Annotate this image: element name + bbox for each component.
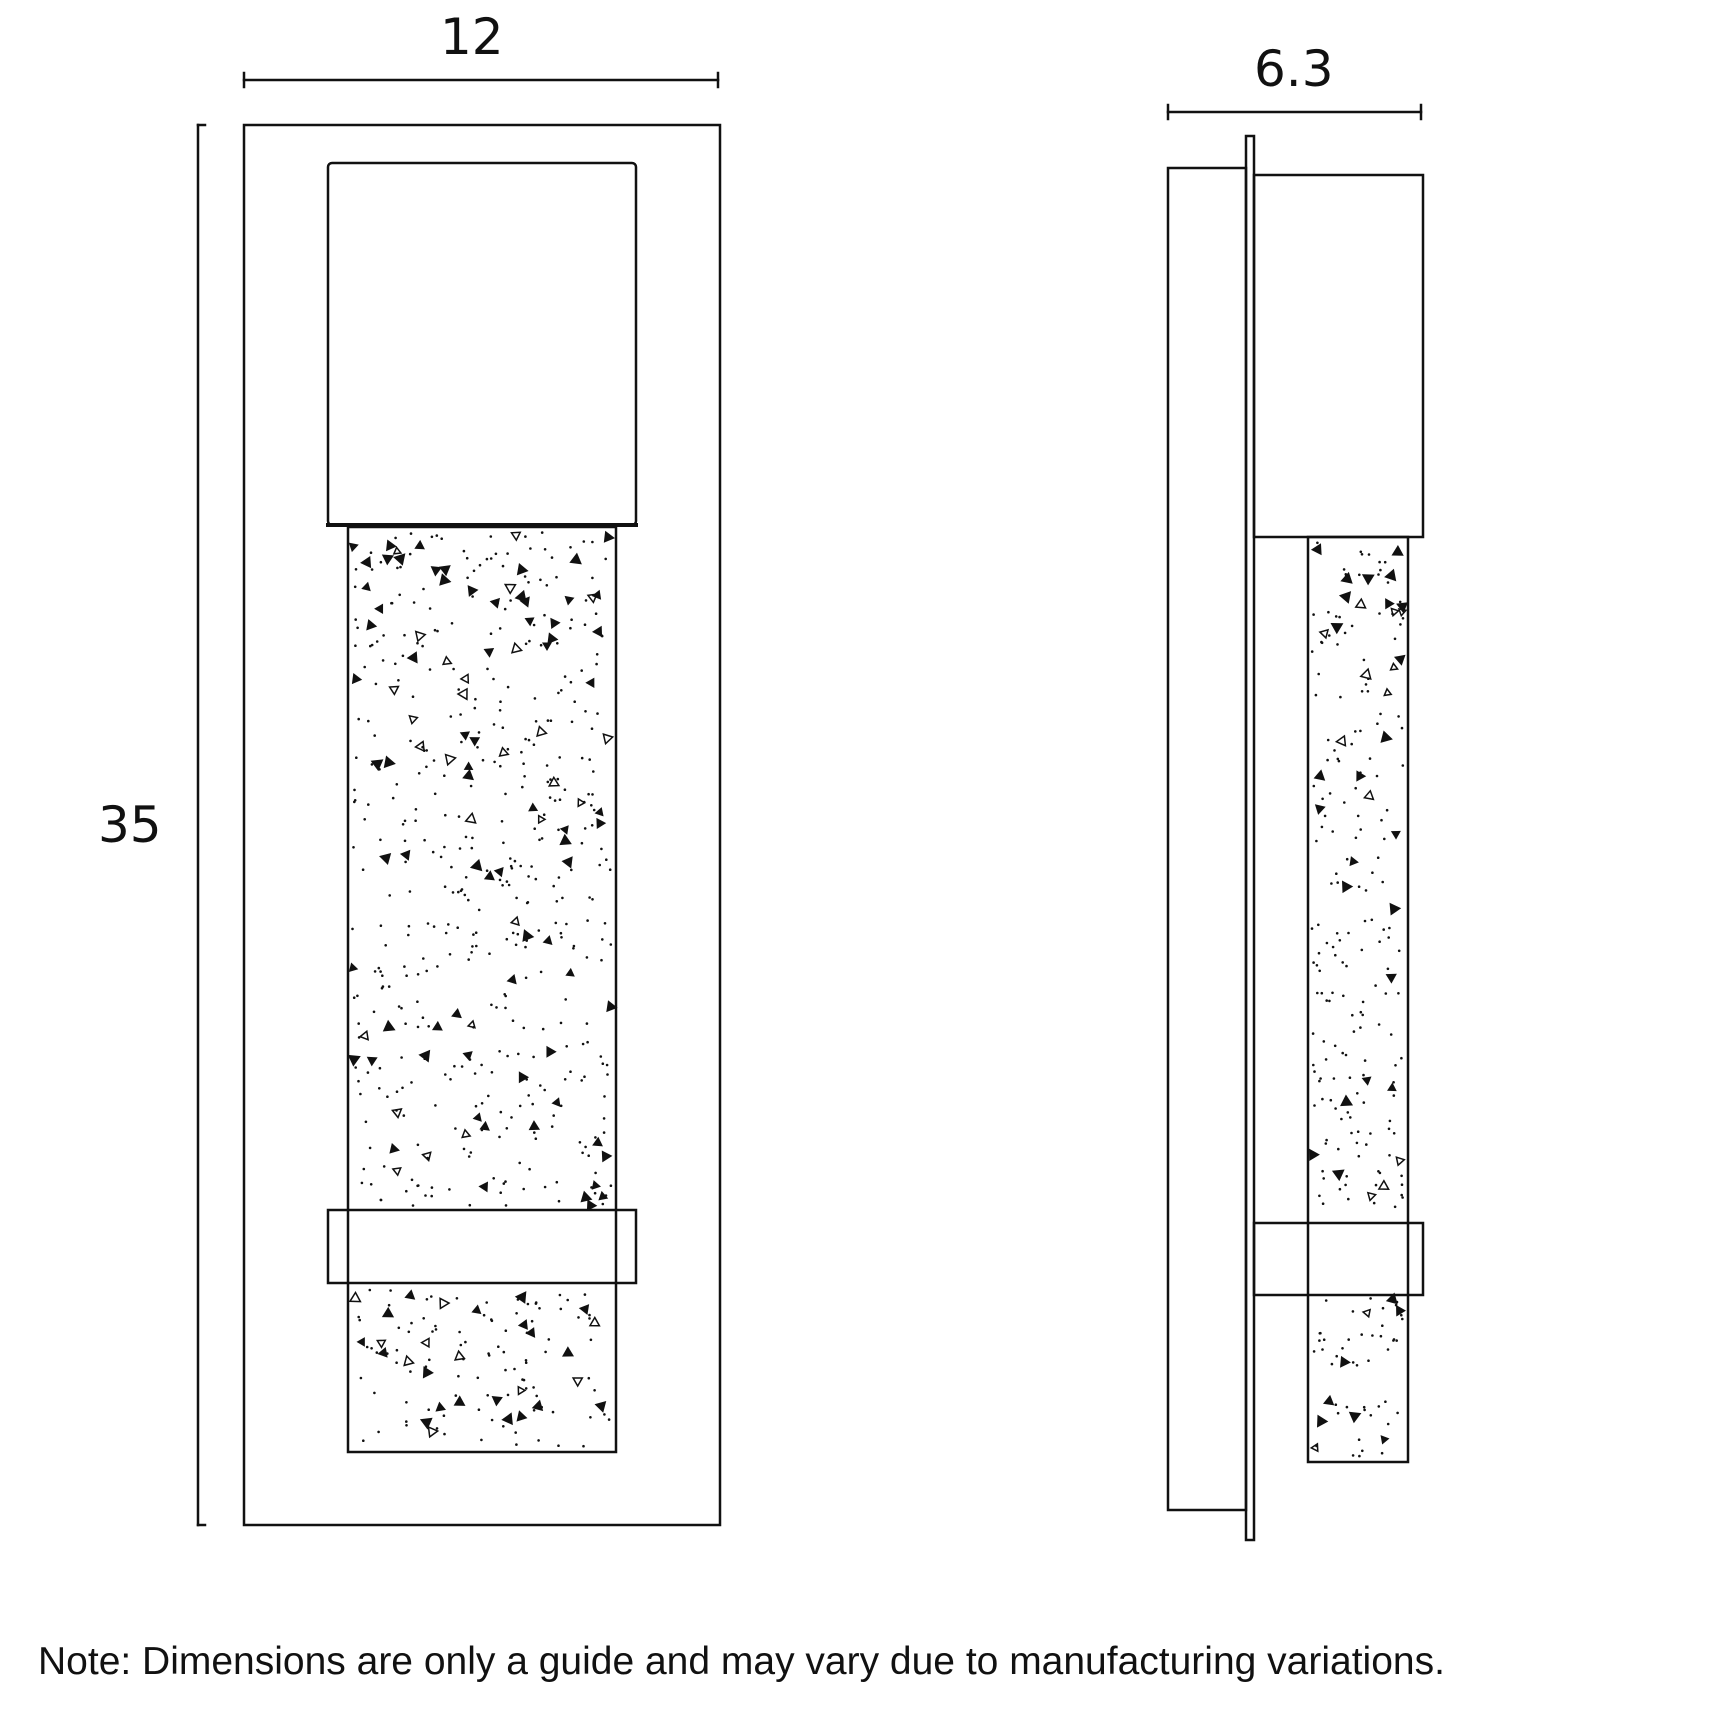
dimension-height-label: 35 [98, 796, 162, 854]
front-glass-bubbles [347, 530, 618, 1448]
side-top-housing [1252, 173, 1425, 539]
front-view [242, 123, 722, 1527]
front-top-housing [326, 161, 638, 527]
dimension-width-label: 12 [440, 8, 504, 66]
side-glass-bubbles [1309, 541, 1408, 1458]
dimension-line-depth [1166, 103, 1423, 121]
side-backplate [1244, 134, 1256, 1542]
side-glass-tube [1306, 535, 1410, 1464]
dimension-depth-label: 6.3 [1254, 40, 1334, 98]
front-backplate [242, 123, 722, 1527]
side-band [1252, 1221, 1425, 1297]
dimension-note: Note: Dimensions are only a guide and ma… [38, 1640, 1445, 1683]
dimension-line-height [196, 123, 207, 1527]
front-glass-tube [346, 525, 618, 1454]
side-view [1166, 134, 1425, 1542]
side-wall-box [1166, 166, 1248, 1512]
dimension-line-width [242, 71, 720, 89]
front-band [326, 1208, 638, 1285]
